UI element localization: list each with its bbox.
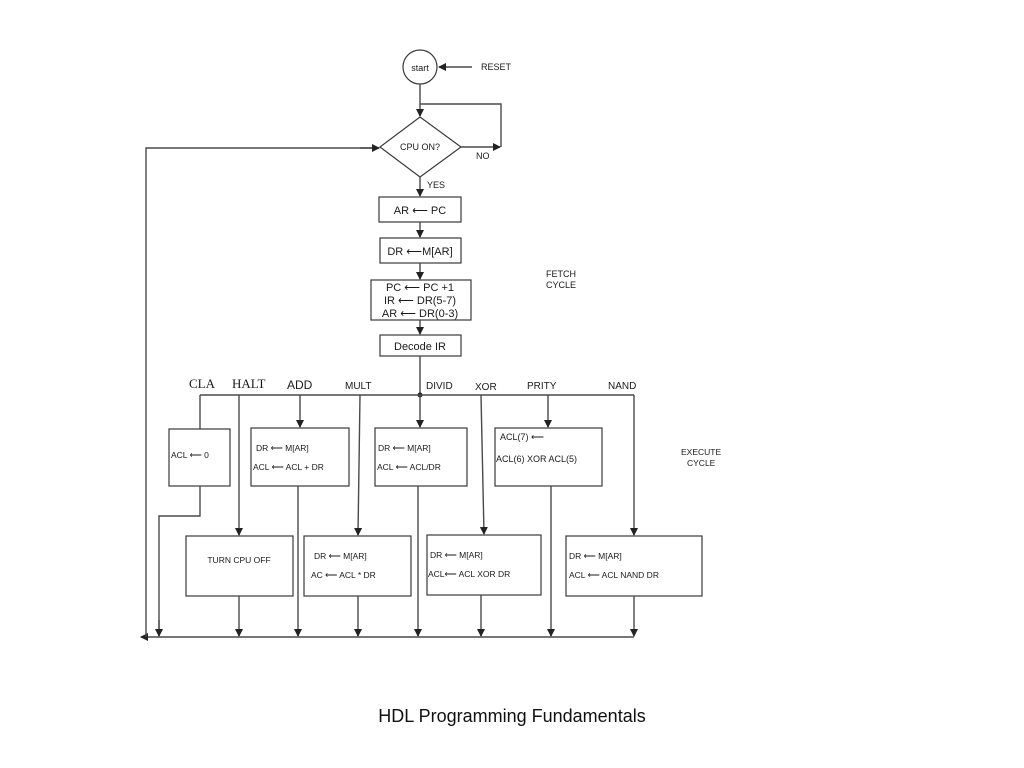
fetch-box-ar-pc <box>378 196 462 223</box>
xor-box <box>426 534 542 596</box>
return-loop-line <box>145 147 379 637</box>
mult-box <box>303 535 412 597</box>
yes-label: YES <box>427 180 445 190</box>
fetch-cycle-label-2: CYCLE <box>546 280 576 290</box>
mult-op-1: DR ⟵ M[AR] <box>314 551 367 561</box>
decision-label: CPU ON? <box>400 142 440 152</box>
no-loop-line <box>420 103 502 147</box>
xor-arrow <box>479 394 488 535</box>
fetch-step-3a: PC ⟵ PC +1 <box>386 282 454 294</box>
divid-box <box>374 427 468 487</box>
opcode-divid: DIVID <box>426 381 453 392</box>
no-label: NO <box>476 151 490 161</box>
fetch-cycle-label-1: FETCH <box>546 269 576 279</box>
divid-op-2: ACL ⟵ ACL/DR <box>377 462 441 472</box>
execute-cycle-label-2: CYCLE <box>687 458 716 468</box>
cla-op: ACL ⟵ 0 <box>171 450 209 460</box>
mult-arrow <box>354 394 363 536</box>
opcode-halt: HALT <box>232 376 266 391</box>
prity-op-2: ACL(6) XOR ACL(5) <box>496 454 577 464</box>
fetch-step-2: DR ⟵M[AR] <box>387 246 452 258</box>
reset-label: RESET <box>481 62 512 72</box>
opcode-cla: CLA <box>189 376 216 391</box>
execute-cycle-label-1: EXECUTE <box>681 447 721 457</box>
mult-op-2: AC ⟵ ACL * DR <box>311 570 376 580</box>
opcode-xor: XOR <box>475 382 497 393</box>
fetch-box-dr-m <box>379 237 462 264</box>
nand-box <box>565 535 703 597</box>
add-op-1: DR ⟵ M[AR] <box>256 443 309 453</box>
opcode-prity: PRITY <box>527 381 557 392</box>
fetch-step-3b: IR ⟵ DR(5-7) <box>384 295 456 307</box>
prity-box <box>494 427 603 487</box>
footer-caption: HDL Programming Fundamentals <box>378 706 646 726</box>
fetch-step-3c: AR ⟵ DR(0-3) <box>382 308 458 320</box>
nand-op-1: DR ⟵ M[AR] <box>569 551 622 561</box>
xor-op-1: DR ⟵ M[AR] <box>430 550 483 560</box>
opcode-add: ADD <box>287 378 313 392</box>
nand-op-2: ACL ⟵ ACL NAND DR <box>569 570 659 580</box>
add-box <box>250 427 350 487</box>
prity-op-1: ACL(7) ⟵ <box>500 432 544 442</box>
xor-op-2: ACL⟵ ACL XOR DR <box>428 569 510 579</box>
start-label: start <box>411 63 429 73</box>
halt-box <box>185 535 294 597</box>
fetch-box-pc-ir-ar <box>370 279 472 321</box>
opcode-mult: MULT <box>345 381 371 392</box>
decode-ir-label: Decode IR <box>394 341 446 353</box>
divid-op-1: DR ⟵ M[AR] <box>378 443 431 453</box>
add-op-2: ACL ⟵ ACL + DR <box>253 462 324 472</box>
fetch-step-1: AR ⟵ PC <box>394 205 446 217</box>
halt-op: TURN CPU OFF <box>207 555 270 565</box>
cla-return-line <box>158 486 201 636</box>
opcode-nand: NAND <box>608 381 636 392</box>
